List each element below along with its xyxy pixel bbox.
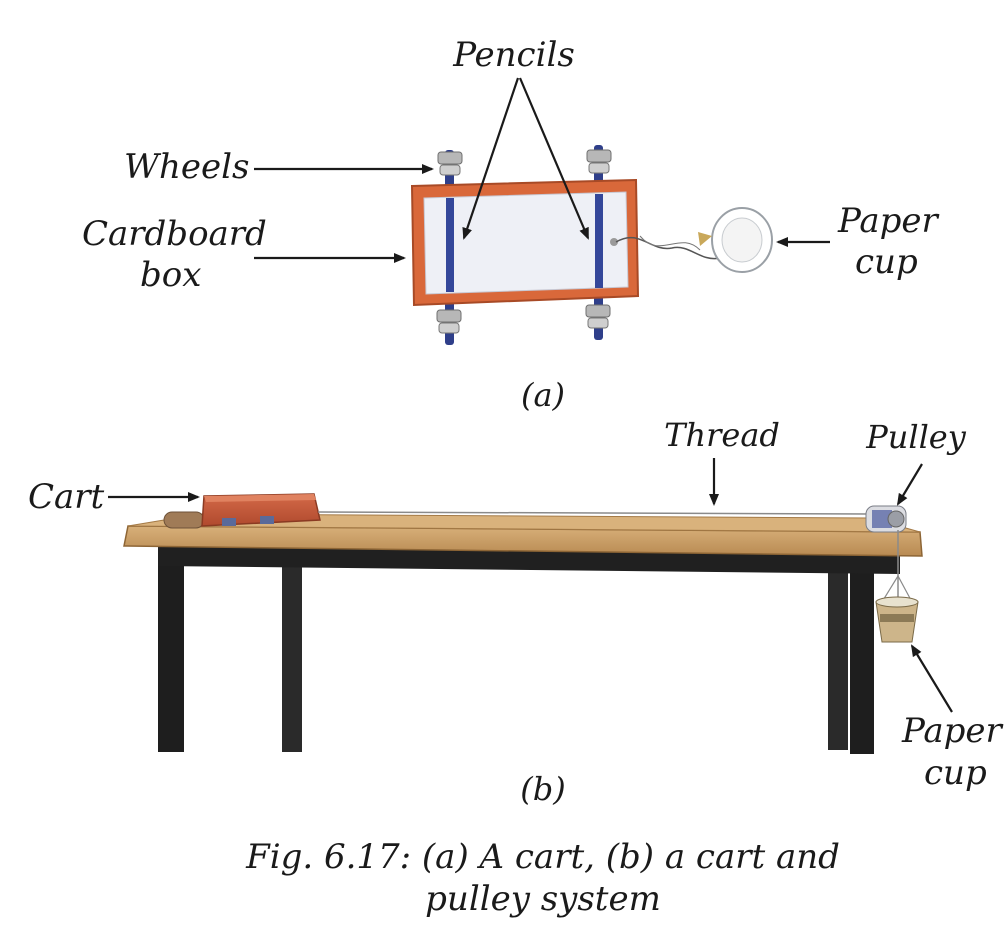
label-wheels: Wheels [124, 147, 249, 187]
sublabel-b: (b) [520, 770, 565, 808]
wheel-bottom-right [585, 304, 611, 329]
wheel-top-left [437, 151, 463, 176]
label-paper-cup-a-line2: cup [855, 242, 918, 282]
caption-line1: Fig. 6.17: (a) A cart, (b) a cart and [245, 837, 840, 877]
label-cardboard-line1: Cardboard [82, 214, 267, 254]
arrow-pencils-right [518, 77, 590, 240]
paper-cup-a [698, 207, 773, 273]
label-pulley: Pulley [865, 418, 967, 456]
label-paper-cup-a-line1: Paper [837, 201, 940, 241]
figure-b-cart-pulley-system: Cart Thread Pulley Paper cup (b) [28, 416, 1004, 808]
cart-brick [201, 493, 321, 527]
arrow-pulley [896, 463, 923, 506]
wheel-top-right [586, 149, 612, 174]
thread-b [317, 511, 873, 515]
sublabel-a: (a) [521, 376, 565, 414]
thread-a [615, 236, 721, 260]
caption-line2: pulley system [425, 879, 661, 919]
label-thread: Thread [664, 416, 780, 454]
pulley [865, 505, 907, 533]
cardboard-box-inner [423, 191, 629, 295]
label-pencils: Pencils [452, 35, 575, 75]
arrow-pencils-left [462, 77, 520, 240]
label-paper-cup-b-line1: Paper [901, 711, 1004, 751]
figure-a-cart-top-view: Pencils Wheels Cardboard box Paper cup (… [82, 35, 940, 414]
label-cardboard-line2: box [140, 255, 201, 295]
wheel-bottom-left [436, 309, 462, 334]
table-leg-front-right [850, 560, 874, 754]
arrow-paper-cup-b [910, 644, 953, 713]
label-cart: Cart [28, 477, 105, 517]
roller [163, 511, 205, 529]
table-leg-front-left [158, 556, 184, 752]
table-leg-back-right [828, 560, 848, 750]
table-leg-back-left [282, 556, 302, 752]
paper-cup-b [875, 596, 919, 643]
label-paper-cup-b-line2: cup [924, 753, 987, 793]
